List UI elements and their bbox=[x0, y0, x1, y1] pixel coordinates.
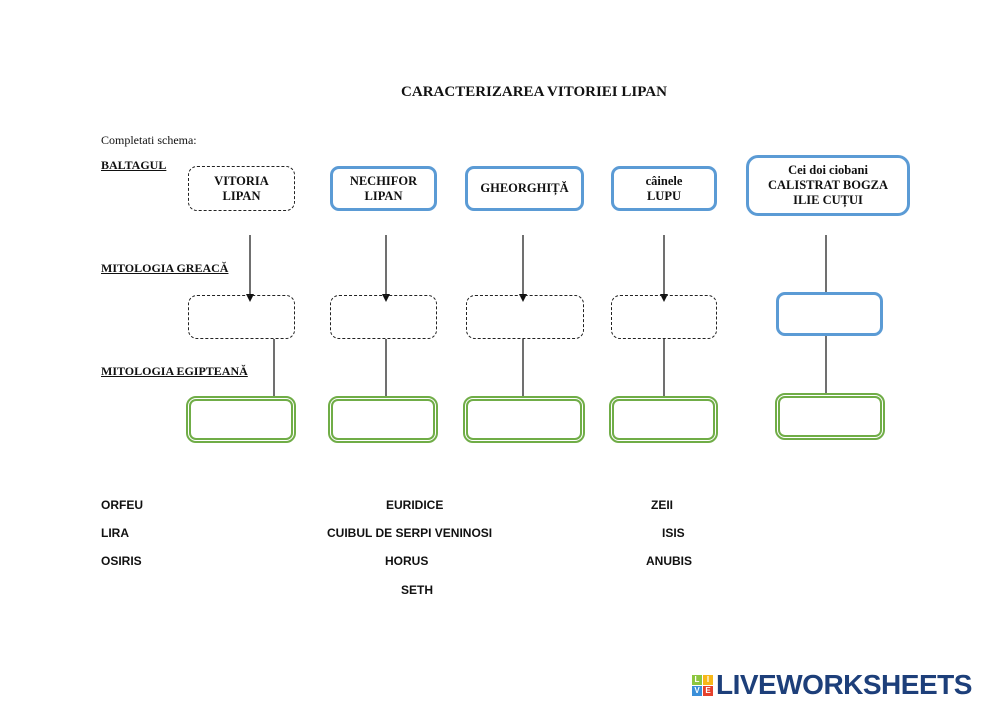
word-bank-item[interactable]: ZEII bbox=[651, 498, 674, 512]
egyptian-answer-4 bbox=[609, 396, 718, 443]
greek-box-1 bbox=[188, 295, 295, 339]
instruction: Completati schema: bbox=[101, 133, 197, 147]
label-mitologia-egipteana: MITOLOGIA EGIPTEANĂ bbox=[101, 364, 248, 378]
label-baltagul: BALTAGUL bbox=[101, 158, 167, 172]
label-mitologia-greaca: MITOLOGIA GREACĂ bbox=[101, 261, 229, 275]
box-gheorghita: GHEORGHIȚĂ bbox=[465, 166, 584, 211]
word-bank-item[interactable]: ISIS bbox=[662, 526, 685, 540]
word-bank-item[interactable]: ANUBIS bbox=[646, 554, 693, 568]
egyptian-answer-3 bbox=[463, 396, 585, 443]
answer-input[interactable] bbox=[468, 400, 580, 439]
greek-box-4 bbox=[611, 295, 717, 339]
box-text: GHEORGHIȚĂ bbox=[480, 181, 569, 195]
box-text: CALISTRAT BOGZA bbox=[767, 178, 889, 192]
liveworksheets-logo: L I V E LIVEWORKSHEETS bbox=[692, 669, 972, 701]
answer-input[interactable] bbox=[191, 400, 291, 439]
box-text: LIPAN bbox=[222, 188, 261, 203]
box-text: ILIE CUȚUI bbox=[793, 193, 863, 207]
egyptian-answer-5 bbox=[775, 393, 885, 440]
word-bank-item[interactable]: LIRA bbox=[101, 526, 129, 540]
logo-tile: L bbox=[692, 674, 702, 685]
greek-box-5 bbox=[776, 292, 883, 336]
word-bank-item[interactable]: ORFEU bbox=[101, 498, 143, 512]
box-text: NECHIFOR bbox=[349, 173, 418, 188]
logo-tile: V bbox=[692, 685, 702, 696]
logo-tile: E bbox=[703, 685, 713, 696]
box-text: Cei doi ciobani bbox=[788, 163, 868, 177]
answer-input[interactable] bbox=[614, 400, 713, 439]
word-bank-item[interactable]: HORUS bbox=[385, 554, 429, 568]
answer-input[interactable] bbox=[780, 397, 880, 436]
box-text: LIPAN bbox=[364, 188, 403, 203]
page-title: CARACTERIZAREA VITORIEI LIPAN bbox=[401, 84, 667, 100]
greek-box-2 bbox=[330, 295, 437, 339]
answer-input[interactable] bbox=[333, 400, 433, 439]
word-bank-item[interactable]: EURIDICE bbox=[386, 498, 444, 512]
logo-text: LIVEWORKSHEETS bbox=[716, 669, 972, 700]
greek-box-3 bbox=[466, 295, 584, 339]
logo-tiles-icon: L I V E bbox=[692, 674, 713, 696]
logo-tile: I bbox=[703, 674, 713, 685]
box-text: LUPU bbox=[646, 188, 681, 203]
box-text: câinele bbox=[645, 173, 683, 188]
box-text: VITORIA bbox=[214, 173, 269, 188]
egyptian-answer-2 bbox=[328, 396, 438, 443]
egyptian-answer-1 bbox=[186, 396, 296, 443]
word-bank-item[interactable]: SETH bbox=[401, 583, 434, 597]
word-bank-item[interactable]: OSIRIS bbox=[101, 554, 142, 568]
word-bank-item[interactable]: CUIBUL DE SERPI VENINOSI bbox=[327, 526, 493, 540]
